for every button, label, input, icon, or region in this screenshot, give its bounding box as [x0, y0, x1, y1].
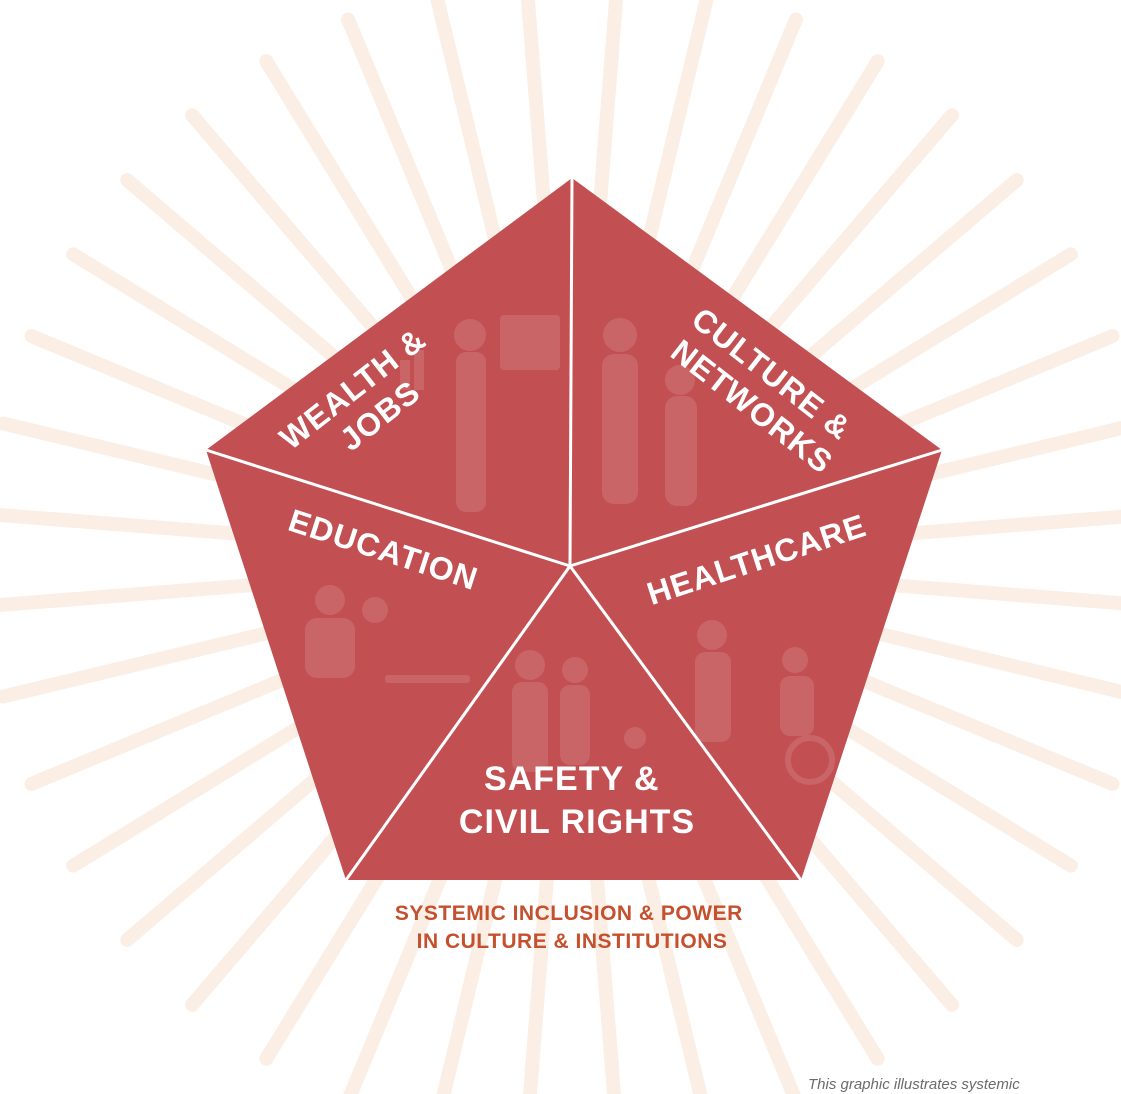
sunburst-ray — [635, 844, 708, 1094]
sunburst-ray — [793, 173, 1024, 373]
sunburst-ray — [66, 247, 324, 411]
safety-illustration — [512, 650, 646, 772]
sunburst-ray — [679, 12, 803, 290]
sunburst-ray — [856, 623, 1121, 700]
education-illustration — [305, 585, 470, 683]
sunburst-ray — [864, 509, 1121, 544]
sunburst-ray — [635, 0, 714, 276]
safety-line-2: CIVIL RIGHTS — [459, 803, 695, 841]
sunburst-ray — [0, 507, 280, 544]
pentagon-dividers — [205, 177, 943, 881]
sunburst-ray — [0, 576, 280, 613]
sunburst-ray — [120, 747, 351, 947]
divider-left — [205, 448, 571, 568]
divider-bottom-left — [344, 565, 572, 881]
wealth-illustration — [400, 315, 560, 512]
pentagon-shape — [206, 178, 942, 880]
sunburst-ray — [259, 54, 423, 312]
sunburst-ray — [842, 667, 1120, 791]
divider-right — [569, 448, 943, 568]
sunburst-ray — [820, 709, 1078, 873]
sunburst-ray — [343, 830, 465, 1094]
divider-bottom-right — [568, 565, 803, 881]
healthcare-illustration — [695, 620, 835, 785]
safety-line-1: SAFETY & — [484, 760, 660, 798]
base-label-line-1: SYSTEMIC INCLUSION & POWER — [395, 902, 743, 925]
sunburst-ray — [185, 108, 385, 339]
caption-text: This graphic illustrates systemic — [808, 1076, 1020, 1093]
divider-top — [568, 177, 574, 567]
safety-civil-rights-label: SAFETY & CIVIL RIGHTS — [459, 760, 695, 841]
sunburst-ray — [759, 108, 959, 339]
culture-illustration — [602, 318, 697, 506]
sunburst-ray — [793, 747, 1024, 947]
sunburst-ray — [120, 173, 351, 373]
sunburst-ray — [864, 576, 1121, 611]
base-label: SYSTEMIC INCLUSION & POWER IN CULTURE & … — [395, 902, 749, 953]
sunburst-ray — [820, 247, 1078, 411]
sunburst-ray — [522, 852, 556, 1094]
sunburst-ray — [436, 844, 509, 1094]
sunburst-ray — [341, 12, 465, 290]
sunburst-ray — [588, 852, 622, 1094]
sunburst-ray — [679, 830, 801, 1094]
people-illustrations — [305, 315, 835, 785]
sunburst-ray — [0, 623, 288, 704]
sunburst-ray — [24, 667, 302, 791]
base-label-line-2: IN CULTURE & INSTITUTIONS — [417, 930, 728, 953]
sunburst-ray — [66, 709, 324, 873]
sunburst-ray — [430, 0, 509, 276]
sunburst-ray — [721, 54, 885, 312]
